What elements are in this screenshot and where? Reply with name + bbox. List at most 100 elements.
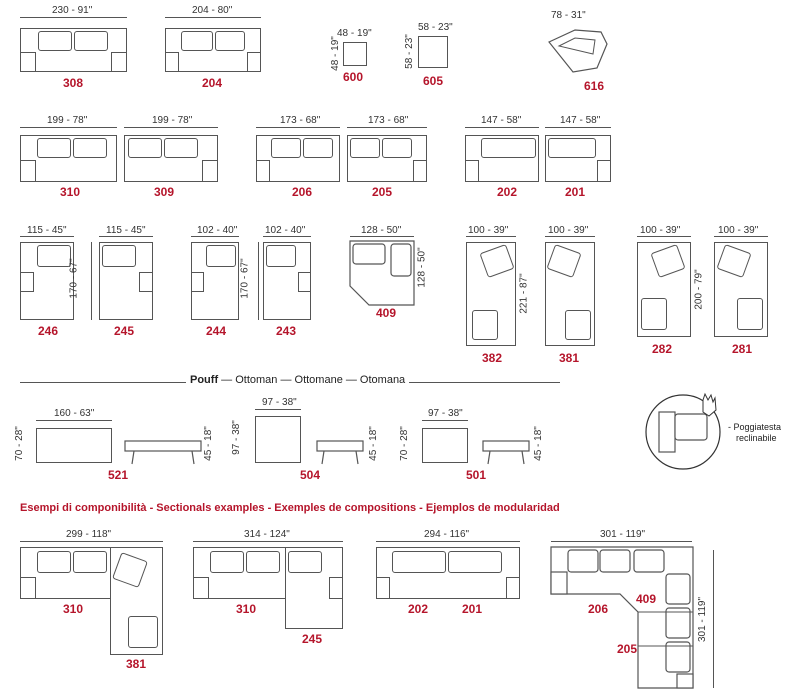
dimension-line — [347, 127, 427, 128]
dimension-line — [545, 127, 611, 128]
module-202-width: 147 - 58" — [481, 115, 522, 126]
example-2-code-2: 245 — [302, 632, 323, 646]
example-4-code-3: 205 — [617, 642, 638, 656]
dimension-line — [263, 236, 311, 237]
module-245-width: 115 - 45" — [106, 225, 146, 236]
example-4-code-1: 206 — [588, 602, 609, 616]
seat-cushion — [737, 298, 763, 330]
back-cushion — [37, 245, 71, 267]
dimension-line — [91, 242, 92, 320]
module-600-width: 48 - 19" — [337, 28, 372, 39]
armrest — [256, 160, 270, 182]
module-504-code: 504 — [300, 468, 321, 482]
dimension-line — [165, 17, 261, 18]
back-cushion — [102, 245, 136, 267]
example-1-code-2: 381 — [126, 657, 147, 671]
module-243-code: 243 — [276, 324, 297, 338]
module-205-width: 173 - 68" — [368, 115, 409, 126]
module-246-code: 246 — [38, 324, 59, 338]
module-382-code: 382 — [482, 351, 503, 365]
armrest — [506, 577, 520, 599]
pouff-title-rest: — Ottoman — Ottomane — Otomana — [218, 374, 406, 386]
back-cushion — [266, 245, 296, 267]
example-4-depth: 301 - 119" — [697, 596, 709, 643]
example-2-width: 314 - 124" — [244, 529, 290, 540]
back-cushion — [73, 551, 107, 573]
headrest-note-line2: reclinabile — [736, 433, 777, 443]
armrest — [20, 160, 36, 182]
stool-outline — [418, 36, 448, 68]
chaise-depth-c: 221 - 87" — [518, 273, 530, 314]
dimension-line — [20, 127, 117, 128]
module-501-code: 501 — [466, 468, 487, 482]
back-cushion — [128, 138, 162, 158]
module-605-width: 58 - 23" — [418, 22, 453, 33]
module-504-width: 97 - 38" — [262, 397, 297, 408]
dimension-line — [36, 420, 112, 421]
dimension-line — [124, 127, 218, 128]
armrest — [413, 160, 427, 182]
module-282-width: 100 - 39" — [640, 225, 681, 236]
armrest — [329, 577, 343, 599]
dimension-line — [20, 541, 163, 542]
module-409-width: 128 - 50" — [361, 225, 402, 236]
headrest-module-drawing — [548, 29, 608, 73]
module-521-code: 521 — [108, 468, 129, 482]
module-202-code: 202 — [497, 185, 518, 199]
module-501-height: 45 - 18" — [532, 426, 544, 461]
headrest-note-line1: - Poggiatesta — [728, 422, 782, 432]
back-cushion — [481, 138, 536, 158]
armrest — [20, 272, 34, 292]
example-2-code-1: 310 — [236, 602, 257, 616]
chaise-depth-b: 170 - 67" — [239, 258, 251, 299]
sofa-outline — [20, 28, 127, 72]
back-cushion — [548, 138, 596, 158]
seat-cushion — [641, 298, 667, 330]
example-1-code-1: 310 — [63, 602, 84, 616]
ottoman-side-view — [124, 440, 202, 465]
module-201-width: 147 - 58" — [560, 115, 601, 126]
dimension-line — [99, 236, 153, 237]
ottoman-side-view — [316, 440, 364, 465]
module-246-width: 115 - 45" — [27, 225, 67, 236]
dimension-line — [545, 236, 595, 237]
module-381-code: 381 — [559, 351, 580, 365]
back-cushion — [350, 138, 380, 158]
back-cushion — [246, 551, 280, 573]
back-cushion — [73, 138, 107, 158]
armrest — [20, 577, 36, 599]
armrest — [139, 272, 153, 292]
module-504-height: 45 - 18" — [367, 426, 379, 461]
dimension-line — [466, 236, 516, 237]
module-206-width: 173 - 68" — [280, 115, 321, 126]
back-cushion — [37, 138, 71, 158]
dimension-line — [20, 17, 127, 18]
reclining-headrest-detail — [645, 392, 721, 470]
back-cushion — [288, 551, 322, 573]
back-cushion — [382, 138, 412, 158]
armrest — [298, 272, 311, 292]
module-204-width: 204 - 80" — [192, 5, 233, 16]
back-cushion — [206, 245, 236, 267]
module-600-depth: 48 - 19" — [329, 36, 341, 71]
back-cushion — [448, 551, 502, 573]
seat-cushion — [565, 310, 591, 340]
module-201-code: 201 — [565, 185, 586, 199]
module-521-width: 160 - 63" — [54, 408, 95, 419]
armrest — [202, 160, 218, 182]
headrest-note: - Poggiatesta reclinabile — [728, 422, 781, 444]
module-310-code: 310 — [60, 185, 81, 199]
armrest — [191, 272, 204, 292]
module-310-width: 199 - 78" — [47, 115, 88, 126]
module-605-depth: 58 - 23" — [403, 34, 415, 69]
ottoman-top-view — [422, 428, 468, 463]
example-1-width: 299 - 118" — [66, 529, 112, 540]
armrest — [111, 52, 127, 72]
dimension-line — [258, 242, 259, 320]
module-382-width: 100 - 39" — [468, 225, 509, 236]
dimension-line — [714, 236, 768, 237]
back-cushion — [74, 31, 108, 51]
module-504-depth: 97 - 38" — [230, 420, 242, 455]
pouff-section-title: Pouff — Ottoman — Ottomane — Otomana — [186, 374, 410, 386]
stool-outline — [343, 42, 367, 66]
